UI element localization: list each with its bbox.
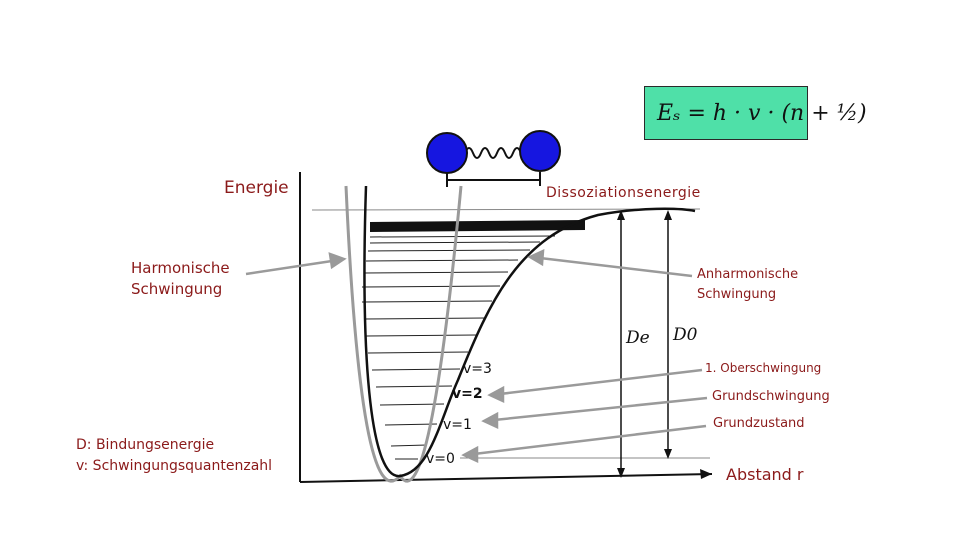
energy-level-line <box>361 300 493 303</box>
de-label: De <box>626 328 650 348</box>
arrow-overtone <box>499 368 703 396</box>
energy-level-line <box>365 334 477 337</box>
arrow-anharmonic <box>539 256 693 278</box>
pointer-arrows <box>245 248 708 463</box>
overtone-label: 1. Oberschwingung <box>705 361 822 375</box>
x-axis <box>299 473 713 483</box>
x-axis-arrowhead <box>700 469 712 479</box>
ground-state-label: Grundzustand <box>713 416 805 431</box>
legend-vibrational-quantum-number: v: Schwingungsquantenzahl <box>76 458 273 474</box>
arrow-fundamental-head <box>481 411 499 429</box>
anharmonic-potential-curve <box>363 185 696 478</box>
energy-level-line <box>367 351 469 354</box>
energy-level-line <box>371 368 461 371</box>
d0-arrow <box>664 210 672 459</box>
arrow-fundamental <box>493 396 708 422</box>
arrow-overtone-head <box>487 385 505 403</box>
energy-level-line <box>363 317 486 320</box>
fundamental-label: Grundschwingung <box>712 389 830 404</box>
energy-level-line <box>384 423 438 426</box>
energy-level-line <box>365 259 519 262</box>
molecule-illustration <box>426 130 561 187</box>
dissociation-energy-label: Dissoziationsenergie <box>546 185 701 201</box>
energy-level-line <box>390 444 428 447</box>
energy-level-line <box>367 249 531 252</box>
level-label-v2: v=2 <box>452 386 483 402</box>
de-arrow <box>617 210 625 478</box>
energy-level-line <box>361 285 501 288</box>
level-band-dense <box>370 220 585 232</box>
arrow-harmonic <box>245 259 333 276</box>
energy-level-line <box>375 385 453 388</box>
molecule-spring <box>464 147 522 159</box>
level-label-v1: v=1 <box>443 417 472 433</box>
harmonic-label-line2: Schwingung <box>131 280 223 298</box>
energy-level-line <box>369 235 556 238</box>
y-axis-label: Energie <box>224 178 289 198</box>
energy-level-line <box>363 271 509 274</box>
atom-right <box>519 130 561 172</box>
level-label-v0: v=0 <box>426 451 455 467</box>
legend-bond-energy: D: Bindungsenergie <box>76 437 215 453</box>
formula-box: Eₛ = h · v · (n + ½) <box>644 86 867 140</box>
energy-formula: Eₛ = h · v · (n + ½) <box>657 101 867 126</box>
arrow-ground-state-head <box>461 445 479 463</box>
anharmonic-label-line2: Schwingung <box>697 287 777 302</box>
harmonic-label-line1: Harmonische <box>131 259 230 277</box>
anharmonic-label-line1: Anharmonische <box>697 267 799 282</box>
arrow-ground-state <box>473 424 707 456</box>
d0-label: D0 <box>673 325 698 345</box>
arrow-harmonic-head <box>328 252 347 270</box>
x-axis-label: Abstand r <box>726 465 804 484</box>
atom-left <box>426 132 468 174</box>
arrow-anharmonic-head <box>527 248 545 267</box>
level-label-v3: v=3 <box>463 361 492 377</box>
